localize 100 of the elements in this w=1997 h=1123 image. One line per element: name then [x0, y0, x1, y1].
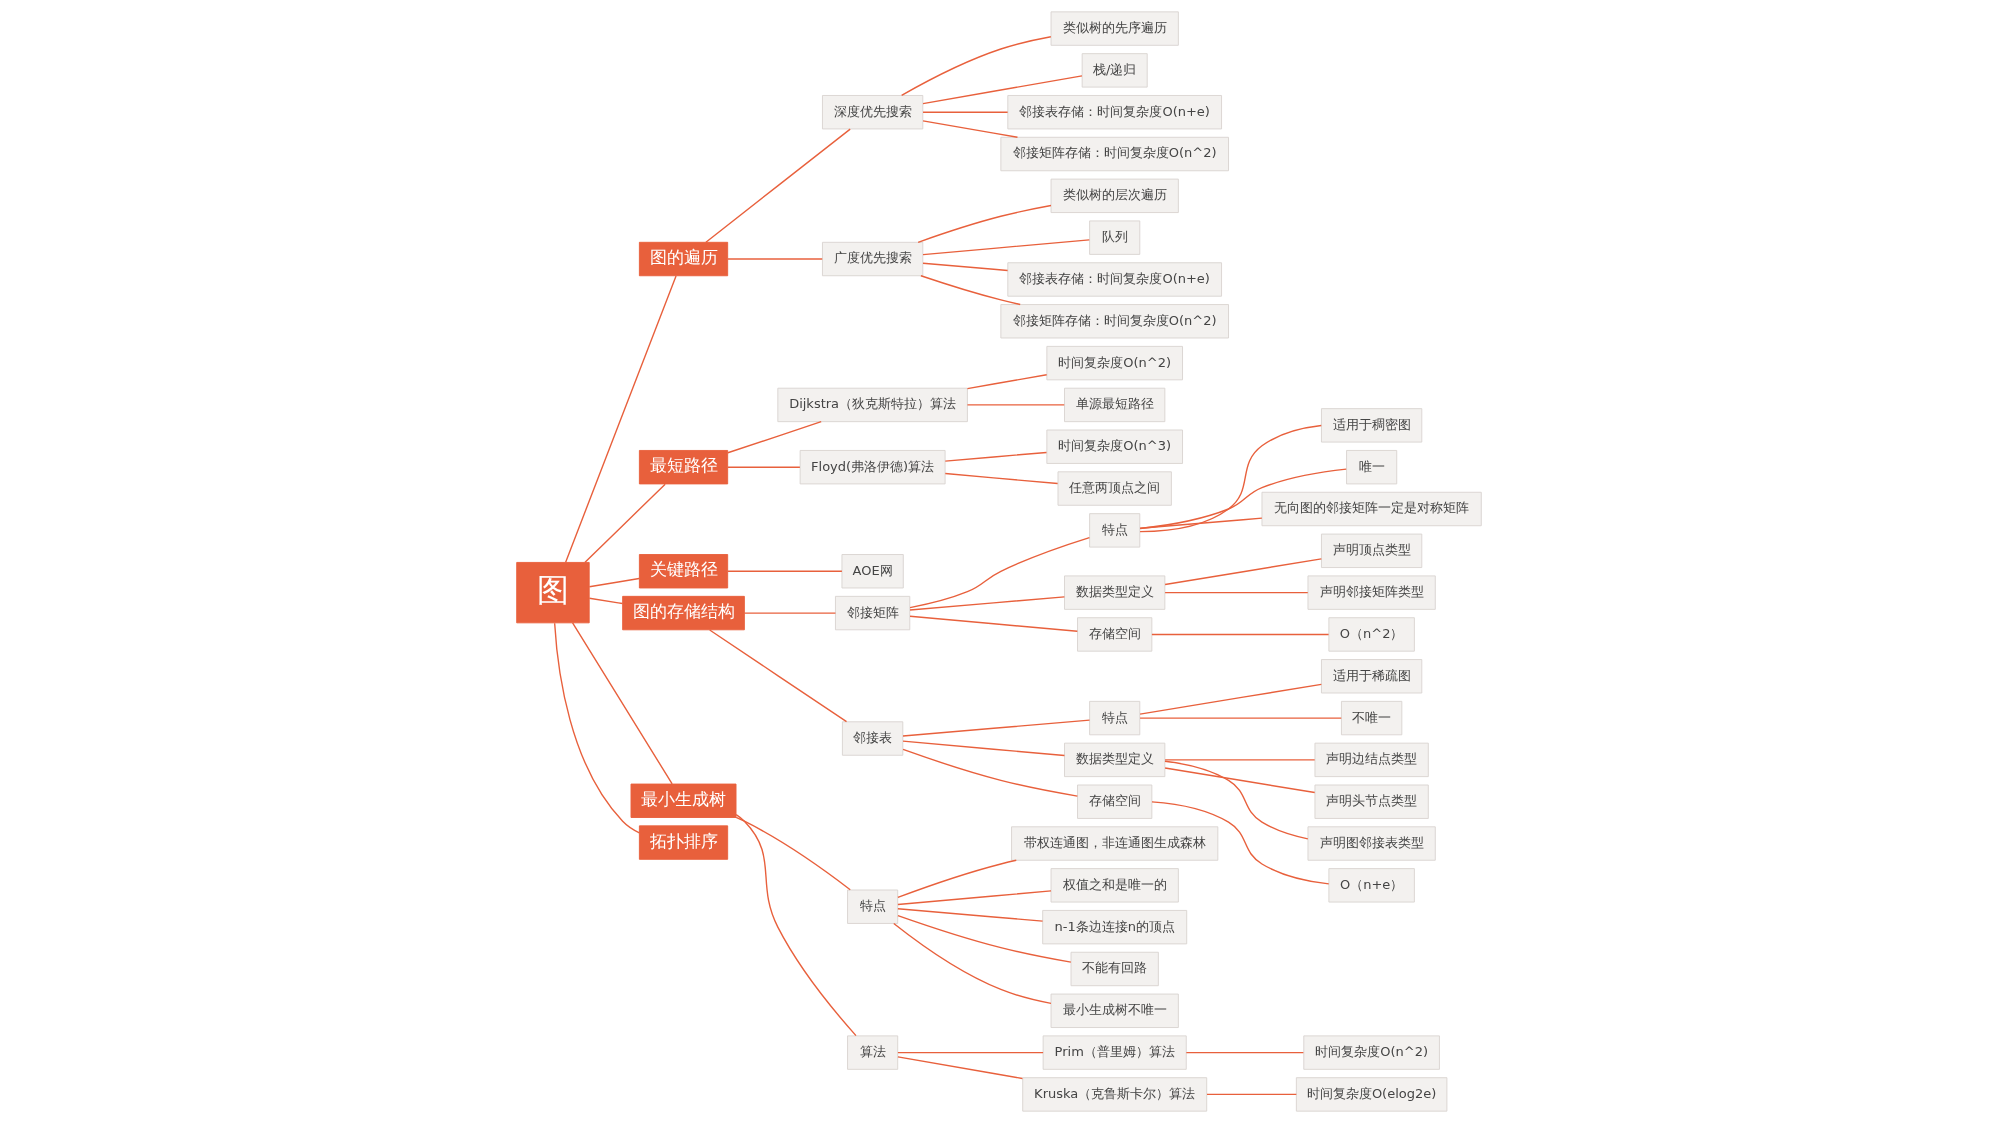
node-box: O（n^2）	[1327, 617, 1415, 652]
node-box: AOE网	[841, 554, 904, 589]
connector	[1163, 558, 1322, 586]
node-box: 声明图邻接表类型	[1307, 826, 1436, 861]
node-box: n-1条边连接n的顶点	[1041, 909, 1187, 945]
node-box: 时间复杂度O(elog2e)	[1295, 1077, 1447, 1112]
connector	[966, 404, 1065, 406]
connector	[1150, 633, 1329, 636]
connector	[588, 597, 623, 605]
connector	[921, 111, 1008, 113]
node-box: 任意两顶点之间	[1057, 471, 1172, 506]
connector	[1163, 591, 1308, 594]
node-box: 声明顶点类型	[1320, 533, 1422, 568]
connector	[743, 612, 836, 614]
node-box: 不能有回路	[1070, 951, 1159, 987]
node-box: 最小生成树	[630, 783, 736, 818]
node-box: 时间复杂度O(n^2)	[1302, 1035, 1440, 1070]
node-box: 存储空间	[1076, 784, 1152, 819]
node-box: 数据类型定义	[1063, 575, 1165, 610]
connector	[908, 536, 1090, 609]
node-box: Dijkstra（狄克斯特拉）算法	[776, 387, 968, 423]
connector	[1163, 767, 1315, 794]
connector	[921, 262, 1008, 272]
node-box: 时间复杂度O(n^3)	[1045, 429, 1183, 464]
connector	[564, 275, 677, 563]
connector	[900, 36, 1052, 97]
node-box: 带权连通图，非连通图生成森林	[1010, 826, 1218, 861]
node-box: 权值之和是唯一的	[1050, 868, 1179, 903]
connector	[571, 622, 673, 785]
connector	[726, 466, 801, 468]
connector	[896, 1056, 1023, 1080]
connector	[919, 275, 1021, 306]
node-box: 广度优先搜索	[821, 241, 923, 277]
connector	[896, 890, 1052, 906]
node-box: Kruska（克鲁斯卡尔）算法	[1021, 1077, 1207, 1112]
connector	[896, 908, 1043, 922]
node-box: 邻接矩阵存储：时间复杂度O(n^2)	[999, 136, 1229, 172]
node-box: 特点	[1088, 700, 1140, 736]
connector	[734, 813, 857, 1037]
node-box: Prim（普里姆）算法	[1042, 1035, 1187, 1070]
connector	[944, 451, 1047, 462]
connector	[908, 596, 1065, 611]
node-box: 类似树的先序遍历	[1050, 11, 1179, 46]
node-box: 不唯一	[1340, 700, 1402, 736]
node-box: 栈/递归	[1081, 53, 1148, 88]
node-box: 邻接表存储：时间复杂度O(n+e)	[1006, 95, 1222, 130]
connector	[944, 472, 1058, 485]
connector	[1138, 468, 1347, 530]
connector	[704, 128, 851, 243]
connector	[921, 120, 1018, 138]
connector	[726, 421, 822, 454]
connector	[588, 577, 640, 588]
node-box: 拓扑排序	[638, 825, 728, 860]
connector	[726, 258, 823, 260]
connector	[921, 75, 1083, 105]
node-box: O（n+e）	[1327, 868, 1415, 903]
connector	[708, 629, 847, 723]
connector	[892, 922, 1052, 1005]
node-box: 声明边结点类型	[1314, 742, 1429, 778]
node-box: 邻接矩阵	[834, 595, 910, 631]
connector	[901, 748, 1078, 797]
node-box: 最短路径	[638, 450, 728, 485]
node-box: 存储空间	[1076, 617, 1152, 652]
connector	[553, 622, 640, 834]
connector	[1138, 683, 1322, 715]
connector	[916, 204, 1052, 243]
node-box: 数据类型定义	[1063, 742, 1165, 778]
node-box: 特点	[846, 889, 898, 924]
node-box: 邻接矩阵存储：时间复杂度O(n^2)	[999, 304, 1229, 339]
node-box: 最小生成树不唯一	[1050, 993, 1179, 1028]
node-box: Floyd(弗洛伊德)算法	[799, 450, 946, 485]
node-box: 深度优先搜索	[821, 95, 923, 130]
node-box: 时间复杂度O(n^2)	[1045, 345, 1183, 381]
connector	[901, 740, 1065, 757]
node-box: 图的遍历	[638, 241, 728, 277]
connector	[1185, 1051, 1304, 1054]
node-box: 特点	[1088, 513, 1140, 548]
node-box: 关键路径	[638, 554, 728, 589]
connector	[921, 239, 1090, 256]
connector	[1163, 759, 1315, 761]
node-box: 邻接表	[841, 721, 903, 756]
connector	[734, 816, 851, 891]
connector	[896, 914, 1072, 963]
connector	[1138, 424, 1322, 533]
connector	[1138, 517, 1263, 529]
connector	[896, 859, 1017, 899]
node-box: 图的存储结构	[621, 595, 745, 631]
node-box: 单源最短路径	[1063, 387, 1165, 423]
connector	[896, 1051, 1044, 1054]
node-box: 无向图的邻接矩阵一定是对称矩阵	[1261, 491, 1482, 527]
node-box: 队列	[1088, 220, 1140, 255]
node-box: 适用于稀疏图	[1320, 659, 1422, 694]
node-box: 适用于稠密图	[1320, 408, 1422, 443]
connector	[583, 483, 666, 563]
node-box: 声明头节点类型	[1314, 784, 1429, 819]
connector	[1163, 760, 1309, 840]
node-box: 算法	[846, 1035, 898, 1070]
node-box: 邻接表存储：时间复杂度O(n+e)	[1006, 262, 1222, 297]
node-box: 声明邻接矩阵类型	[1307, 575, 1436, 610]
connector	[966, 374, 1047, 390]
